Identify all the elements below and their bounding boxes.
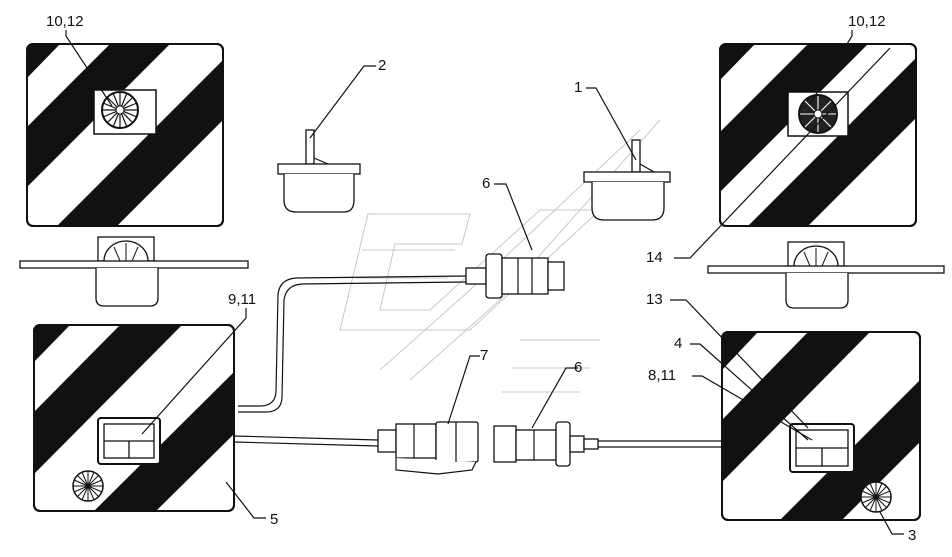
connector-socket-icon xyxy=(97,417,161,465)
label-2: 2 xyxy=(378,57,386,74)
warning-plate-bottom-left xyxy=(33,324,235,512)
label-10-12-right: 10,12 xyxy=(848,13,886,30)
cable-top xyxy=(238,275,467,413)
part-labels: 10,12 10,12 2 1 6 14 9,11 13 4 8,11 7 6 … xyxy=(46,13,916,544)
lamp-side-view-left xyxy=(19,236,249,307)
label-6-bottom: 6 xyxy=(574,359,582,376)
leader-lines xyxy=(65,30,904,535)
lamp-side-view-right xyxy=(707,241,945,309)
reflector-icon xyxy=(860,481,892,513)
cable-bottom-left xyxy=(233,435,379,447)
label-1: 1 xyxy=(574,79,582,96)
label-13: 13 xyxy=(646,291,663,308)
warning-plate-top-right xyxy=(719,43,917,227)
label-5: 5 xyxy=(270,511,278,528)
label-7: 7 xyxy=(480,347,488,364)
label-9-11: 9,11 xyxy=(228,291,256,308)
plug-connector-6-bottom xyxy=(493,421,599,467)
plug-connector-7 xyxy=(377,421,479,475)
bracket-lamp-2 xyxy=(277,129,361,213)
label-8-11: 8,11 xyxy=(648,367,676,384)
watermark-logo xyxy=(339,119,661,393)
plug-connector-6-top xyxy=(465,253,565,299)
cable-bottom-right xyxy=(598,440,722,448)
connector-socket-icon xyxy=(789,423,855,473)
reflector-lamp-icon xyxy=(93,89,157,135)
bracket-lamp-1 xyxy=(583,139,671,221)
label-3: 3 xyxy=(908,527,916,544)
label-14: 14 xyxy=(646,249,663,266)
label-4: 4 xyxy=(674,335,682,352)
warning-plate-bottom-right xyxy=(721,331,921,521)
reflector-lamp-icon xyxy=(787,91,849,137)
label-10-12-left: 10,12 xyxy=(46,13,84,30)
warning-plate-top-left xyxy=(26,43,224,227)
reflector-icon xyxy=(72,470,104,502)
label-6-top: 6 xyxy=(482,175,490,192)
